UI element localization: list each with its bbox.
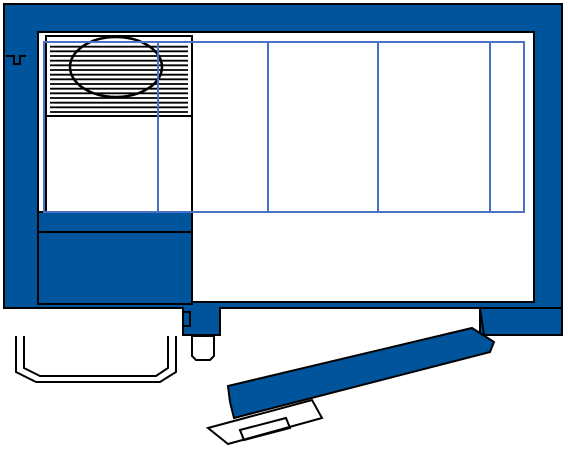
lower-left-compartment <box>37 211 193 305</box>
latch-block <box>191 335 215 361</box>
evaporator-unit <box>45 35 193 213</box>
shelf-outline <box>43 41 525 213</box>
door-handle-grip <box>238 416 292 442</box>
left-bumper <box>15 336 177 383</box>
left-bumper-inner <box>23 336 169 377</box>
right-hinge-post <box>478 307 563 336</box>
housing-notch <box>6 55 26 65</box>
door-jamb-left <box>182 311 191 327</box>
door-handle <box>205 398 324 446</box>
fan-ellipse <box>68 35 164 99</box>
open-door-panel <box>226 326 496 420</box>
shelf-grid <box>43 41 525 213</box>
